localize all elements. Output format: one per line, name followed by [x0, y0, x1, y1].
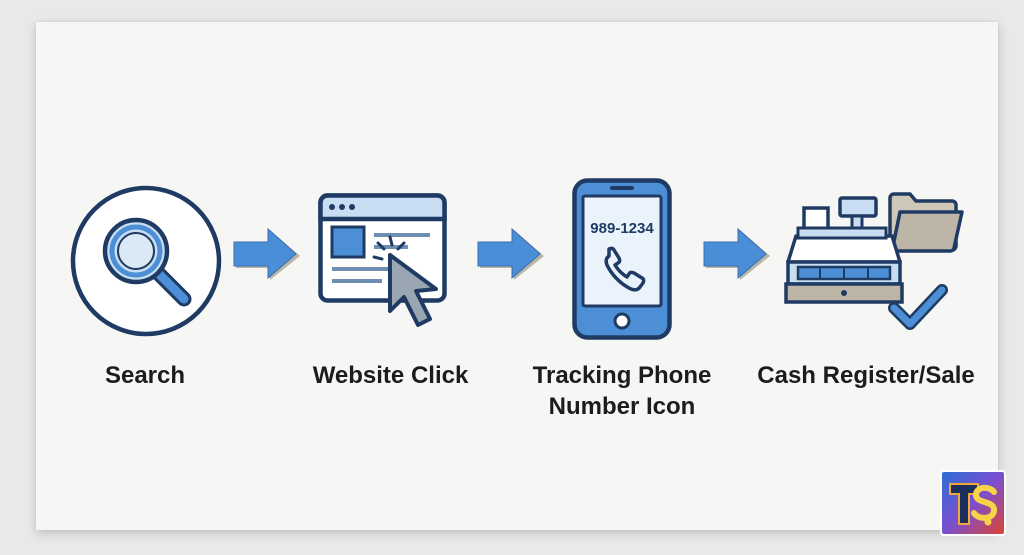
arrow-right-icon [703, 227, 770, 280]
step-label-cash-register: Cash Register/Sale [757, 362, 975, 389]
step-label-line-1: Tracking Phone [532, 362, 712, 389]
logo-badge-icon [940, 470, 1006, 536]
step-label-website-click: Website Click [312, 362, 469, 389]
step-label-tracking-phone: Tracking Phone Number Icon [510, 360, 734, 422]
step-label-search: Search [104, 362, 186, 389]
browser-click-icon [318, 193, 447, 327]
smartphone-icon: 989-1234 [572, 178, 672, 340]
magnifier-icon [70, 185, 222, 337]
folder-icon [888, 192, 964, 253]
phone-number-display: 989-1234 [590, 220, 654, 237]
cash-register-icon [784, 192, 964, 330]
step-label-line-2: Number Icon [548, 393, 696, 420]
arrow-right-icon [233, 227, 300, 280]
arrow-right-icon [477, 227, 544, 280]
